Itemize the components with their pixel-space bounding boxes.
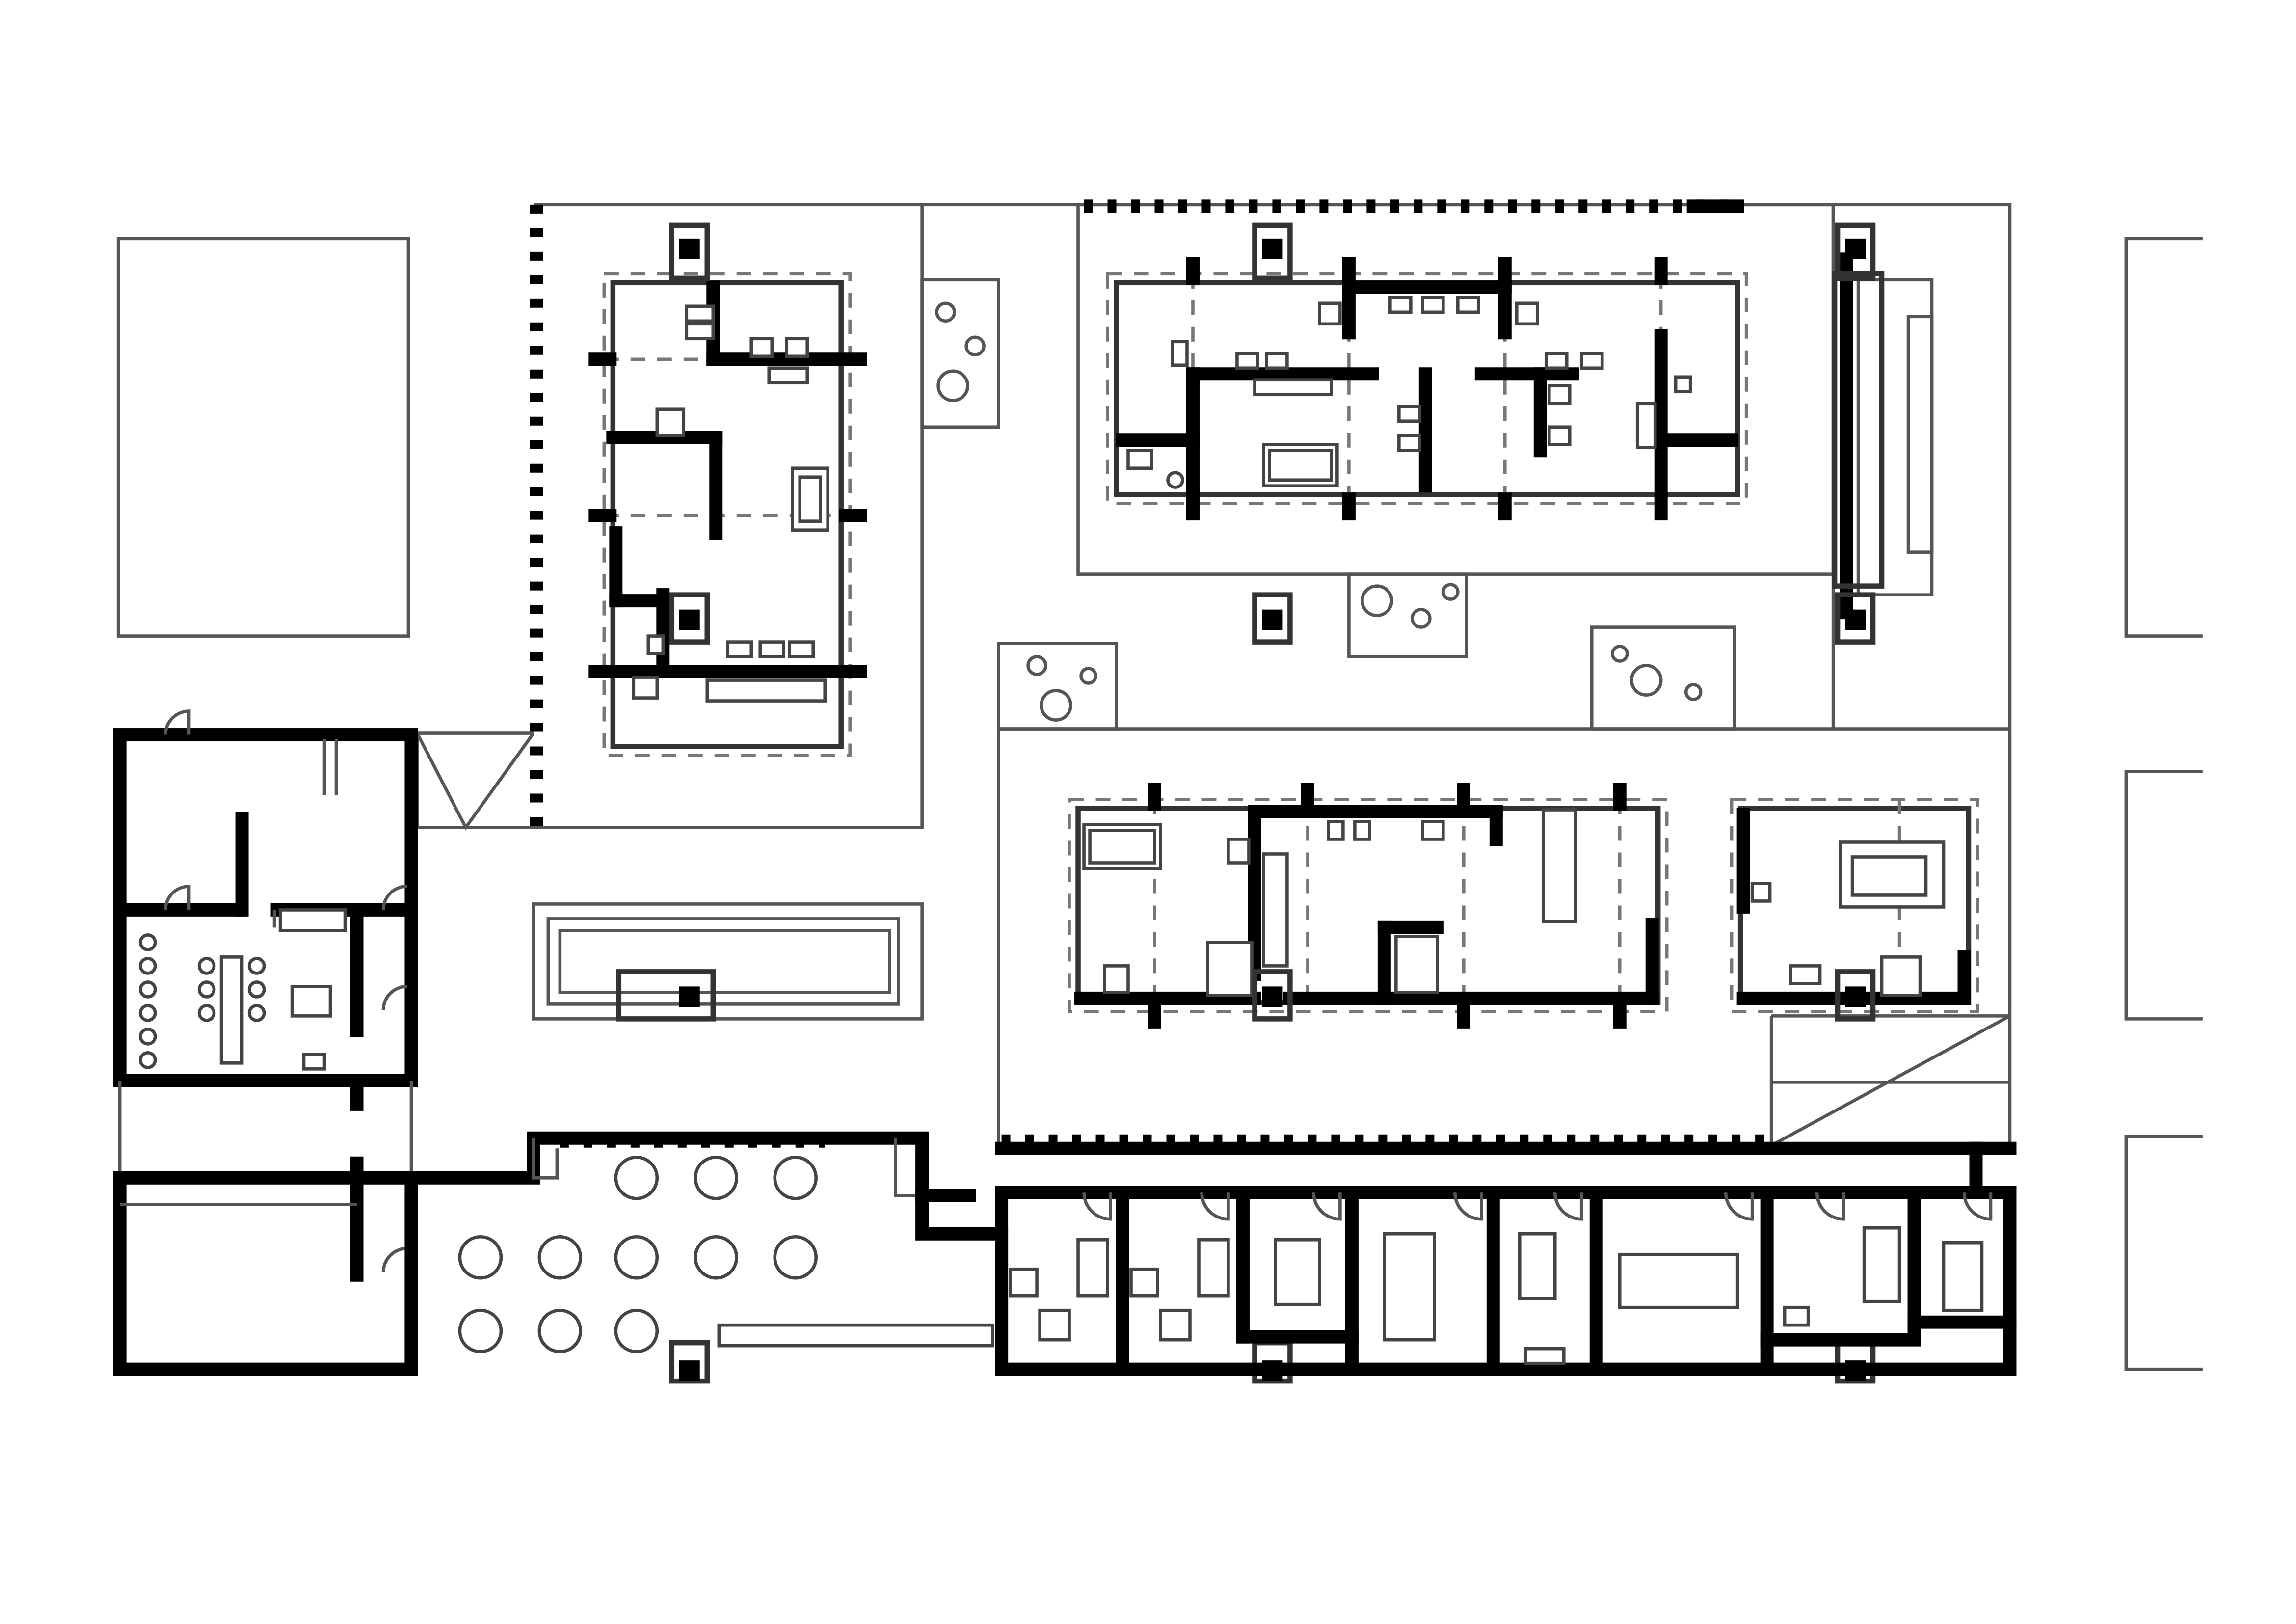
meeting-rooms [995, 1141, 2017, 1376]
cafe-tables [458, 1155, 818, 1353]
reception-pool [532, 902, 924, 1021]
pavilion-a [588, 272, 867, 757]
planters [920, 278, 1736, 731]
courtyard-outline [415, 199, 2012, 1148]
cafe [404, 1131, 1009, 1376]
pavilion-c [1068, 783, 1669, 1029]
pavilion-d [1730, 798, 1979, 1013]
pavilion-b [1106, 257, 1748, 521]
left-wing [113, 709, 418, 1376]
east-wall-element [1832, 252, 1934, 620]
site-context [116, 237, 2203, 1371]
